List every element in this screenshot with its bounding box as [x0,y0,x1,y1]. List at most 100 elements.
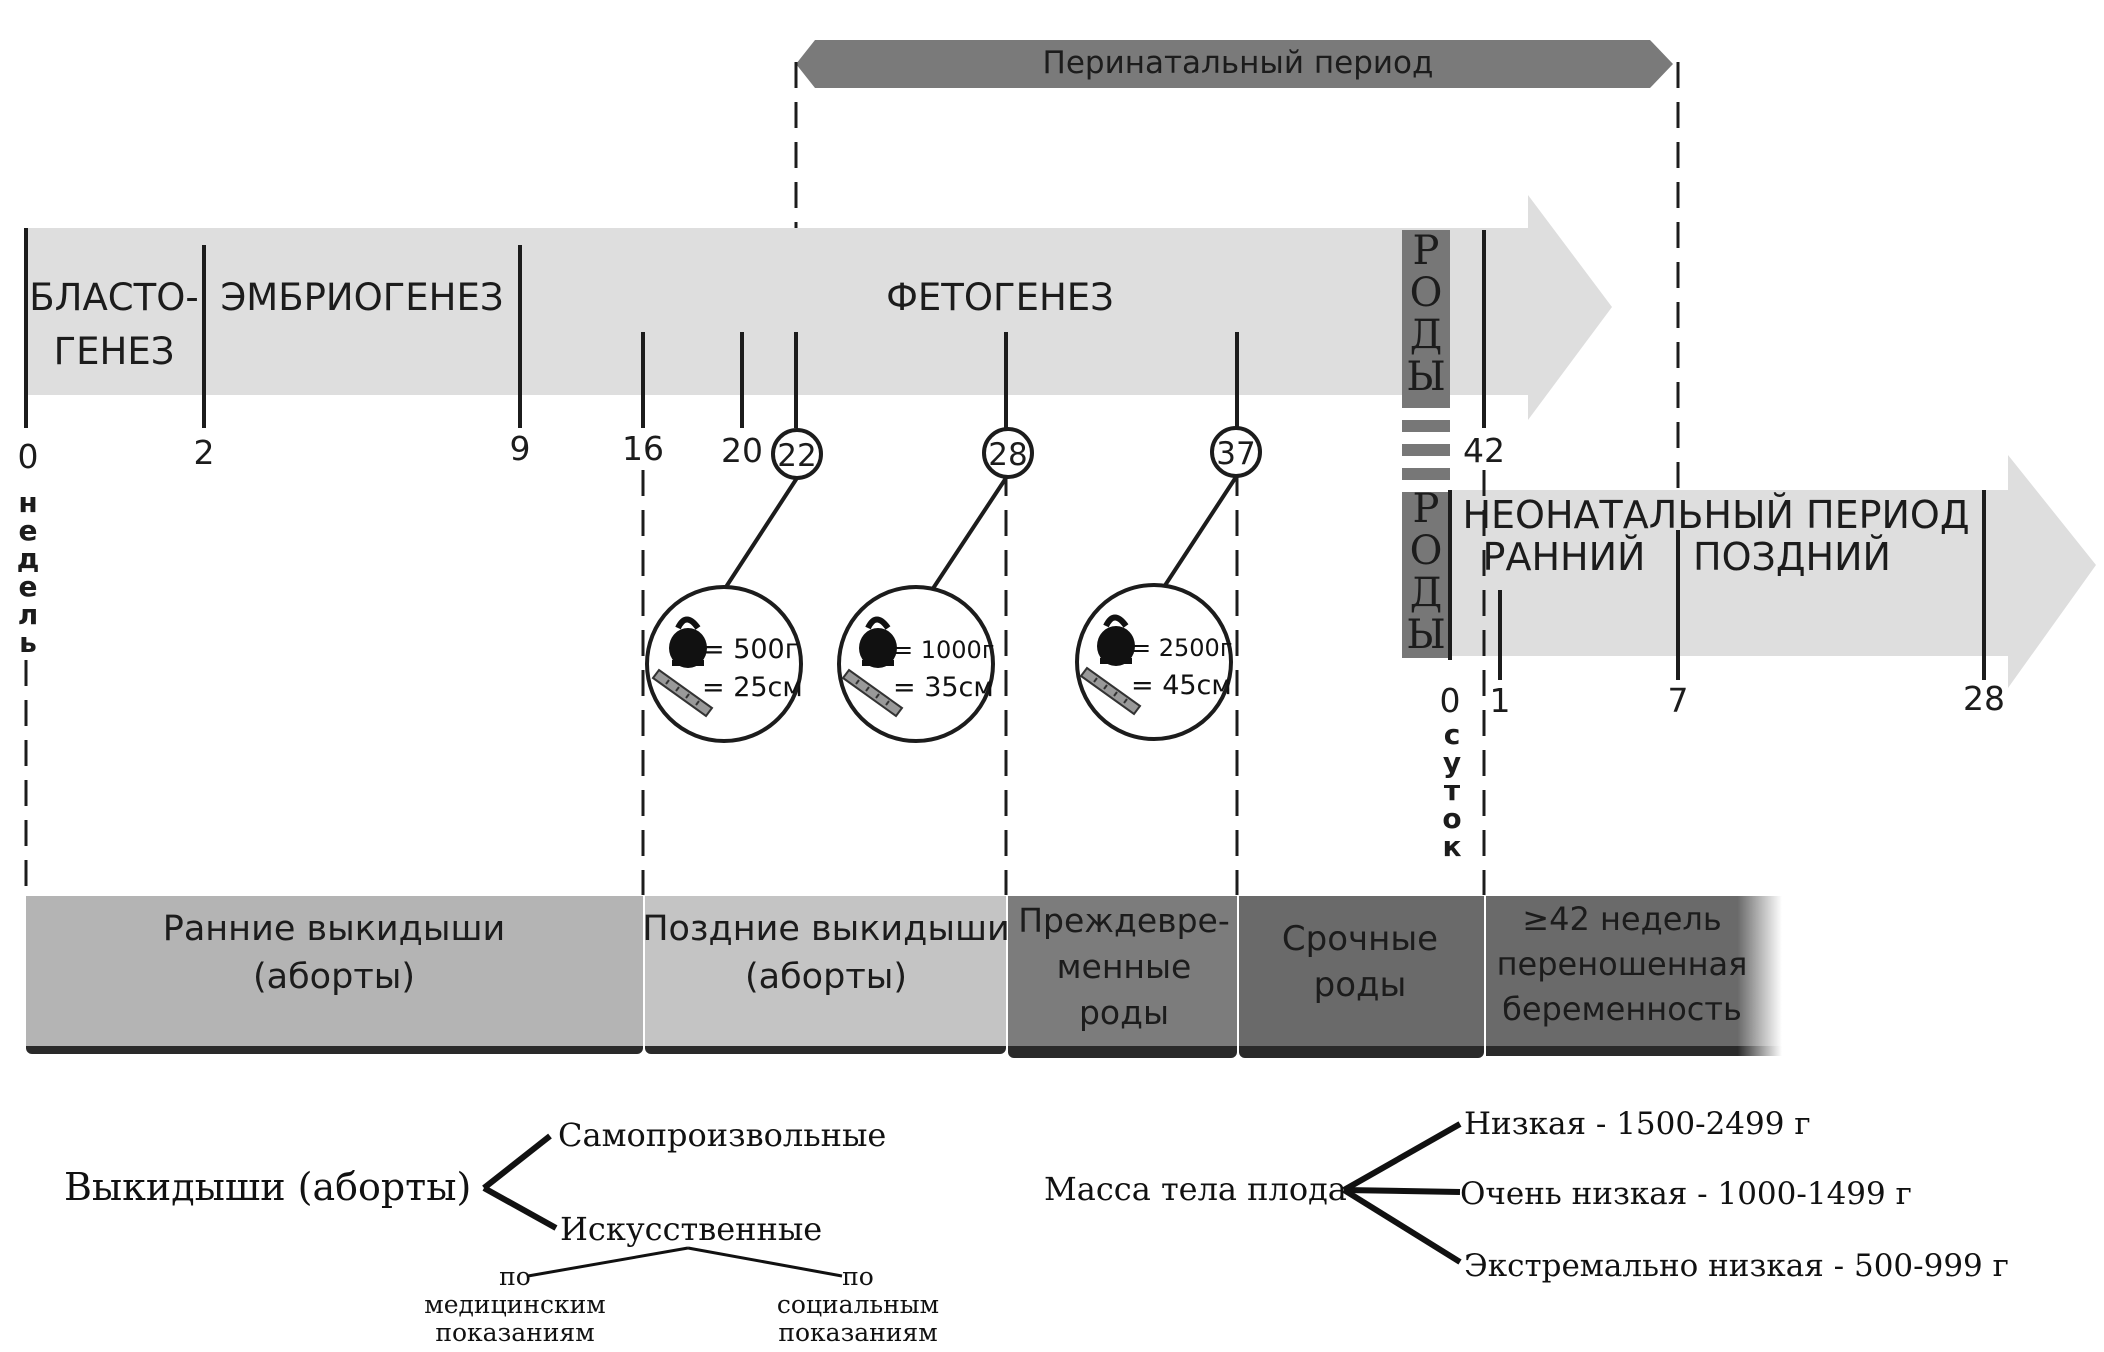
svg-text:т: т [1444,774,1461,807]
svg-text:менные: менные [1057,947,1192,986]
outcome-post-term-pregnancy: ≥42 недель переношенная беременность [1486,896,1782,1056]
neonatal-title: НЕОНАТАЛЬНЫЙ ПЕРИОД [1462,493,1969,537]
svg-text:беременность: беременность [1502,990,1742,1028]
fetal-length-22: = 25см [702,672,803,703]
svg-text:переношенная: переношенная [1497,945,1748,983]
svg-text:д: д [17,542,40,575]
circled-week-markers: 22 28 37 [771,426,1262,480]
outcome-late-miscarriage: Поздние выкидыши (аборты) [642,896,1010,1054]
weight-extremely-low: Экстремально низкая - 500-999 г [1464,1248,2009,1284]
svg-text:≥42 недель: ≥42 недель [1522,900,1721,938]
kettlebell-icon [1103,614,1129,628]
svg-text:с: с [1444,718,1461,751]
svg-text:Поздние выкидыши: Поздние выкидыши [642,909,1010,949]
ruler-icon [1079,666,1142,716]
fetal-weight-tree: Масса тела плода Низкая - 1500-2499 г Оч… [1044,1106,2009,1284]
perinatal-period-arrow: Перинатальный период [796,40,1673,88]
weight-very-low: Очень низкая - 1000-1499 г [1460,1176,1912,1212]
svg-text:социальным: социальным [777,1290,939,1319]
week-label-9: 9 [510,429,531,468]
miscarriage-tree: Выкидыши (аборты) Самопроизвольные Искус… [64,1116,939,1347]
week-label-2: 2 [194,433,215,472]
svg-text:показаниям: показаниям [778,1318,937,1347]
svg-text:к: к [1442,830,1461,863]
svg-text:показаниям: показаниям [435,1318,594,1347]
svg-text:роды: роды [1079,993,1169,1032]
fetal-weight-37: = 2500г [1131,634,1232,662]
week-tick-lines [24,228,1486,428]
day-label-0: 0 [1440,681,1461,720]
fetal-size-badge-22: = 500г = 25см [645,585,803,743]
fetal-weight-28: = 1000г [893,636,994,664]
week-label-0: 0 [18,437,39,476]
outcome-preterm-birth: Преждевре- менные роды [1008,896,1237,1058]
svg-text:(аборты): (аборты) [745,957,907,997]
miscarriage-spontaneous: Самопроизвольные [558,1116,886,1154]
week-label-42: 42 [1463,431,1505,470]
fetal-size-badge-28: = 1000г = 35см [837,585,995,743]
outcome-term-birth: Срочные роды [1239,896,1484,1058]
fetal-weight-22: = 500г [702,634,799,665]
neonatal-arrow [1450,455,2096,688]
kettlebell-icon [865,616,891,630]
svg-text:Р: Р [1413,486,1440,532]
miscarriage-artificial: Искусственные [560,1210,822,1248]
kettlebell-icon [675,616,701,630]
gestation-arrow [26,195,1612,420]
week-label-22: 22 [777,438,816,474]
birth-label-upper: Р О Д Ы [1406,228,1445,400]
marker-connectors [722,475,1238,592]
perinatal-period-label: Перинатальный период [1043,45,1434,81]
fetal-size-badge-37: = 2500г = 45см [1075,583,1233,741]
svg-text:Ранние выкидыши: Ранние выкидыши [163,909,505,949]
neonatal-early: РАННИЙ [1483,535,1646,579]
day-label-1: 1 [1490,681,1511,720]
phase-embryogenesis: ЭМБРИОГЕНЕЗ [220,276,503,319]
svg-text:о: о [1442,802,1461,835]
week-label-16: 16 [622,429,664,468]
svg-text:О: О [1410,528,1443,574]
phase-blastogenesis-line2: ГЕНЕЗ [54,330,175,373]
svg-text:ь: ь [19,626,37,659]
miscarriage-social: по социальным показаниям [777,1262,939,1347]
ruler-icon [651,668,714,718]
week-label-37: 37 [1216,436,1255,472]
svg-text:О: О [1410,270,1443,316]
day-numbers: 0 1 7 28 [1440,679,2006,720]
svg-text:по: по [499,1262,531,1291]
svg-text:Д: Д [1410,312,1443,358]
svg-text:роды: роды [1314,965,1407,1005]
dashed-guides [24,62,1680,895]
weight-low: Низкая - 1500-2499 г [1464,1106,1811,1142]
svg-text:Преждевре-: Преждевре- [1018,901,1230,940]
outcome-early-miscarriage: Ранние выкидыши (аборты) [26,896,643,1054]
miscarriage-medical: по медицинским показаниям [424,1262,605,1347]
day-label-7: 7 [1668,681,1689,720]
miscarriage-tree-root: Выкидыши (аборты) [64,1165,471,1209]
birth-label-lower: Р О Д Ы [1406,486,1445,658]
svg-text:е: е [19,514,38,547]
weeks-unit-vertical: н е д е л ь [17,486,40,659]
svg-text:е: е [19,570,38,603]
svg-text:медицинским: медицинским [424,1290,605,1319]
svg-text:по: по [842,1262,874,1291]
week-label-28: 28 [988,437,1027,473]
svg-text:у: у [1443,746,1461,779]
week-label-20: 20 [721,431,763,470]
week-numbers: 0 2 9 16 20 42 [18,429,1506,476]
neonatal-late: ПОЗДНИЙ [1693,535,1891,579]
day-label-28: 28 [1963,679,2005,718]
neonatal-tick-lines [1448,490,1986,680]
fetal-weight-tree-root: Масса тела плода [1044,1170,1347,1208]
svg-text:Ы: Ы [1406,354,1445,400]
svg-text:Р: Р [1413,228,1440,274]
svg-text:Д: Д [1410,570,1443,616]
svg-text:л: л [18,598,39,631]
ruler-icon [841,668,904,718]
fetal-length-37: = 45см [1131,670,1232,701]
phase-fetogenesis: ФЕТОГЕНЕЗ [886,276,1114,319]
svg-text:Ы: Ы [1406,612,1445,658]
fetal-length-28: = 35см [893,672,994,703]
phase-blastogenesis-line1: БЛАСТО- [29,276,198,319]
